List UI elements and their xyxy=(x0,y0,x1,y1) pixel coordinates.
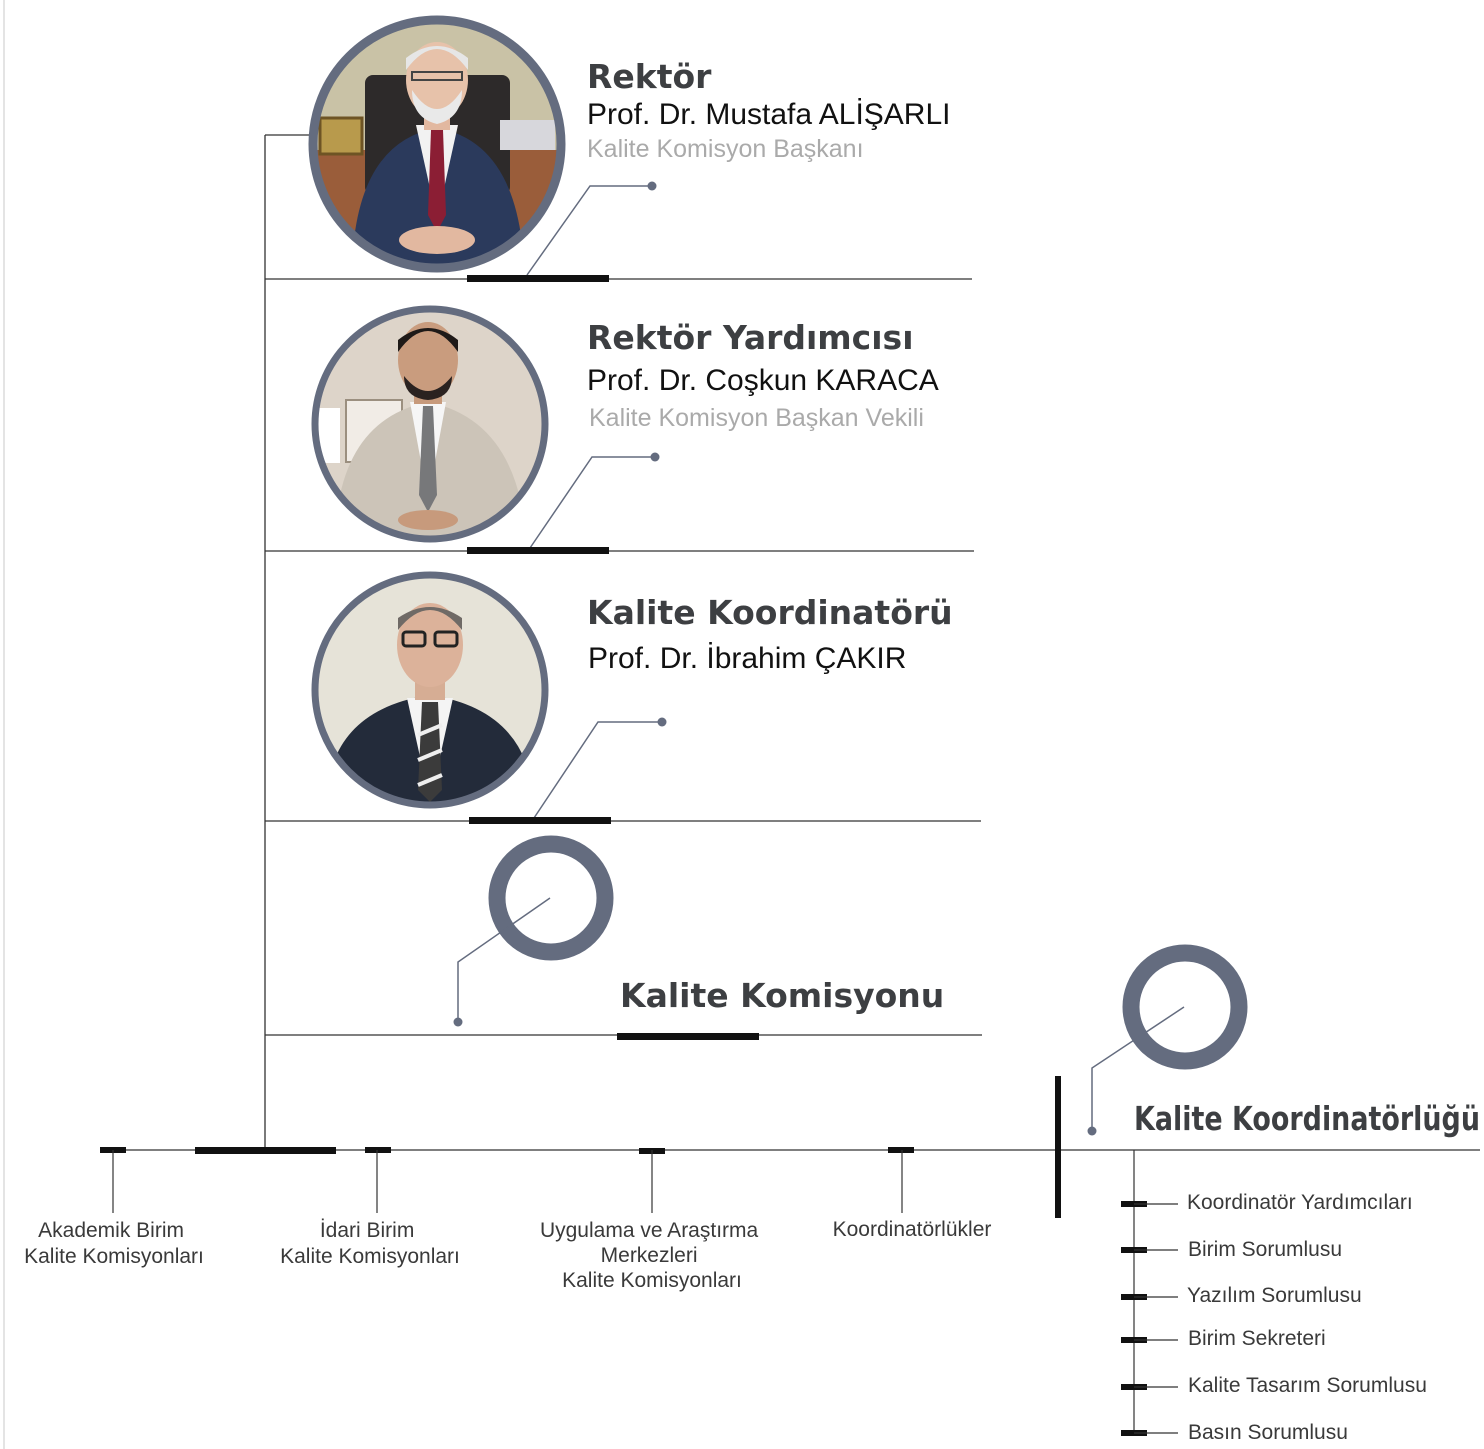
connector-dot xyxy=(657,717,667,727)
separator-bar xyxy=(469,817,611,824)
unit-tick-bar xyxy=(888,1147,914,1153)
commission-node: Kalite Komisyonu xyxy=(265,835,982,1040)
commission-title: Kalite Komisyonu xyxy=(620,976,944,1015)
separator-bar xyxy=(467,547,609,554)
coordinatorship-title: Kalite Koordinatörlüğü xyxy=(1134,1099,1480,1138)
unit-label: Akademik Birim Kalite Komisyonları xyxy=(24,1219,204,1268)
unit-tick-bar xyxy=(365,1147,391,1153)
staff-item: Kalite Tasarım Sorumlusu xyxy=(1121,1374,1427,1397)
connector-dot xyxy=(647,181,657,191)
portrait-rector xyxy=(308,15,566,273)
staff-item: Birim Sorumlusu xyxy=(1121,1238,1342,1261)
coordinatorship-vertical-bar xyxy=(1055,1076,1061,1218)
staff-label: Basın Sorumlusu xyxy=(1188,1421,1348,1444)
connector-line xyxy=(526,185,652,276)
ring-icon xyxy=(488,835,614,961)
role-label: Rektör xyxy=(587,57,712,96)
unit-label: Koordinatörlükler xyxy=(833,1218,992,1241)
unit-label: Uygulama ve Araştırma Merkezleri Kalite … xyxy=(540,1219,764,1292)
unit-label: İdari Birim Kalite Komisyonları xyxy=(280,1219,460,1268)
staff-item: Basın Sorumlusu xyxy=(1121,1421,1348,1444)
person-subtitle: Kalite Komisyon Başkanı xyxy=(587,135,864,163)
connector-line xyxy=(457,897,551,1022)
staff-label: Koordinatör Yardımcıları xyxy=(1187,1191,1413,1214)
person-subtitle: Kalite Komisyon Başkan Vekili xyxy=(589,404,924,432)
person-name: Prof. Dr. Mustafa ALİŞARLI xyxy=(587,98,951,131)
role-label: Kalite Koordinatörü xyxy=(587,593,953,632)
connector-dot xyxy=(1087,1126,1097,1136)
connector-dot xyxy=(453,1017,463,1027)
connector-dot xyxy=(650,452,660,462)
staff-item: Koordinatör Yardımcıları xyxy=(1121,1191,1413,1214)
separator-bar xyxy=(467,275,609,282)
coordinatorship-node: Kalite Koordinatörlüğü Koordinatör Yardı… xyxy=(1055,944,1480,1444)
staff-label: Birim Sekreteri xyxy=(1188,1327,1326,1350)
unit-koordinatorlukler: Koordinatörlükler xyxy=(833,1147,992,1241)
person-name: Prof. Dr. İbrahim ÇAKIR xyxy=(588,642,906,675)
role-label: Rektör Yardımcısı xyxy=(587,318,914,357)
person-card-coordinator: Kalite Koordinatörü Prof. Dr. İbrahim ÇA… xyxy=(265,571,981,824)
trunk-base-bar xyxy=(195,1147,336,1154)
staff-item: Birim Sekreteri xyxy=(1121,1327,1326,1350)
staff-label: Kalite Tasarım Sorumlusu xyxy=(1188,1374,1427,1397)
connector-line xyxy=(1091,1006,1185,1131)
person-name: Prof. Dr. Coşkun KARACA xyxy=(587,364,939,397)
connector-line xyxy=(533,721,662,819)
unit-idari: İdari Birim Kalite Komisyonları xyxy=(280,1147,460,1268)
portrait-vice-rector xyxy=(311,305,549,543)
staff-label: Birim Sorumlusu xyxy=(1188,1238,1342,1261)
person-card-vice-rector: Rektör Yardımcısı Prof. Dr. Coşkun KARAC… xyxy=(265,305,974,554)
staff-label: Yazılım Sorumlusu xyxy=(1187,1284,1362,1307)
ring-icon xyxy=(1122,944,1248,1070)
separator-bar xyxy=(617,1033,759,1040)
unit-akademik: Akademik Birim Kalite Komisyonları xyxy=(24,1147,204,1268)
person-card-rector: Rektör Prof. Dr. Mustafa ALİŞARLI Kalite… xyxy=(265,15,972,282)
connector-line xyxy=(529,456,655,549)
unit-uygulama: Uygulama ve Araştırma Merkezleri Kalite … xyxy=(540,1148,764,1292)
portrait-coordinator xyxy=(311,571,549,809)
staff-item: Yazılım Sorumlusu xyxy=(1121,1284,1362,1307)
